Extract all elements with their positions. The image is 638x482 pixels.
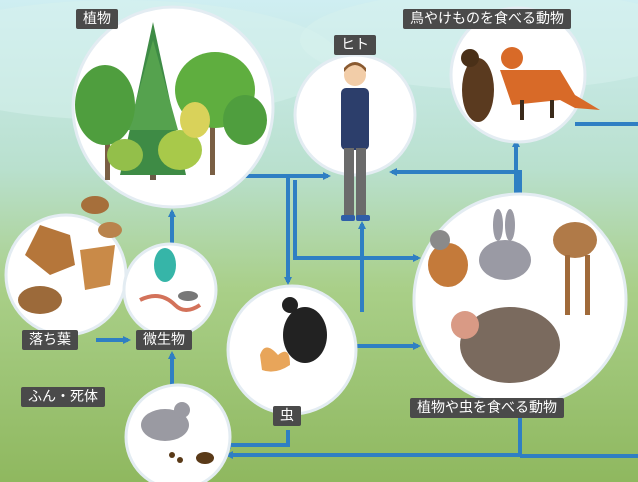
fallen-leaves-illustration (18, 196, 122, 314)
arrow-plants-to-animals (293, 180, 421, 262)
arrow-insects-to-dung (223, 430, 290, 449)
herbivores-illustration (428, 209, 597, 383)
trees-illustration (75, 22, 267, 180)
beetle-and-butterfly-illustration (260, 297, 327, 372)
microbes-illustration (139, 248, 202, 312)
human-illustration (341, 62, 370, 221)
eagle-and-fox-illustration (461, 47, 600, 122)
arrows (96, 122, 638, 459)
label-plant-insect-eaters: 植物や虫を食べる動物 (410, 398, 564, 418)
label-human: ヒト (334, 35, 376, 55)
label-plants: 植物 (76, 9, 118, 29)
mouse-and-dung-illustration (141, 402, 214, 464)
label-fallen-leaves: 落ち葉 (22, 330, 78, 350)
arrow-animals-to-human (389, 168, 522, 198)
label-birds-beasts: 鳥やけものを食べる動物 (403, 9, 571, 29)
label-insects: 虫 (273, 406, 301, 426)
label-dung-carcass: ふん・死体 (21, 387, 105, 407)
label-microbes: 微生物 (136, 330, 192, 350)
